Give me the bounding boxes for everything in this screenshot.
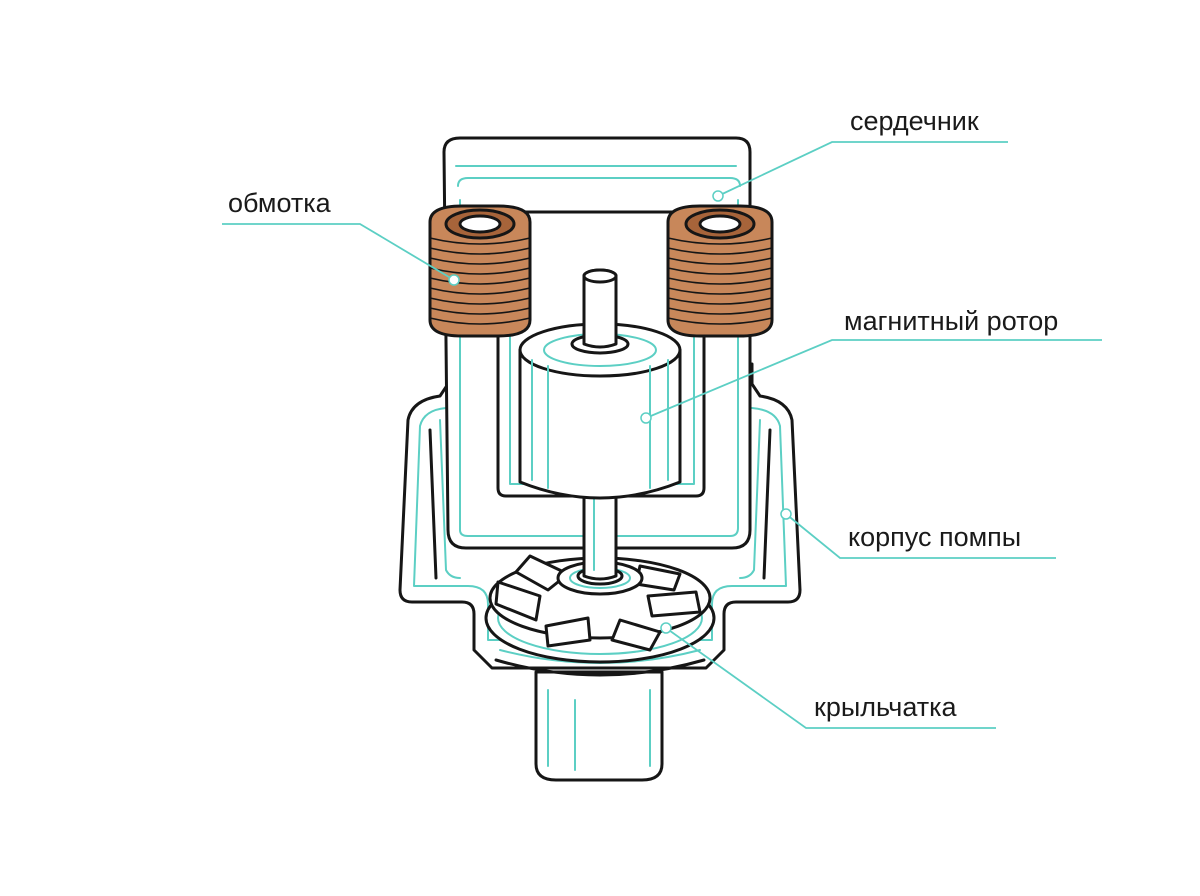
label-winding: обмотка: [228, 188, 331, 218]
leader-impeller: [665, 627, 996, 729]
leader-core-dot: [712, 190, 724, 202]
leader-core: [717, 141, 1008, 197]
label-impeller: крыльчатка: [814, 692, 957, 722]
left-winding: [428, 204, 532, 338]
label-core: сердечник: [850, 106, 979, 136]
leader-rotor-dot: [640, 412, 652, 424]
leader-housing-dot: [780, 508, 792, 520]
label-rotor: магнитный ротор: [844, 306, 1059, 336]
leader-lines: [222, 141, 1102, 729]
leader-winding-dot: [448, 274, 460, 286]
leader-housing: [785, 513, 1056, 559]
outlet-pipe: [534, 670, 664, 782]
leader-rotor: [645, 339, 1102, 419]
label-housing: корпус помпы: [848, 522, 1022, 552]
leader-winding: [222, 223, 455, 281]
leader-impeller-dot: [660, 622, 672, 634]
magnetic-rotor: [518, 268, 682, 500]
right-winding: [666, 204, 774, 338]
